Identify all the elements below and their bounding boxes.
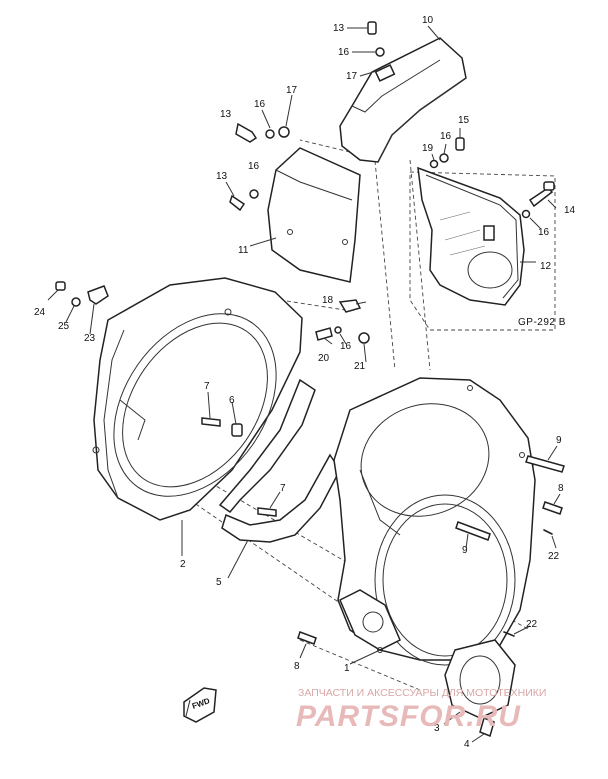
- callout-7: 7: [204, 381, 210, 392]
- callout-15: 15: [458, 115, 470, 126]
- group-frame-12: [409, 171, 556, 331]
- callout-16: 16: [254, 99, 266, 110]
- callout-17: 17: [346, 71, 358, 82]
- callout-9: 9: [556, 435, 562, 446]
- callout-20: 20: [318, 353, 330, 364]
- callout-13: 13: [220, 109, 232, 120]
- callout-13: 13: [333, 23, 345, 34]
- part-2-cylinder-shroud: [92, 277, 303, 521]
- callout-16: 16: [338, 47, 350, 58]
- watermark-brand: PARTSFOR.RU: [296, 700, 521, 733]
- part-11-shroud: [267, 147, 361, 283]
- callout-19: 19: [422, 143, 434, 154]
- callout-8: 8: [294, 661, 300, 672]
- fasteners: [47, 21, 565, 738]
- callout-14: 14: [564, 205, 576, 216]
- callout-16: 16: [340, 341, 352, 352]
- callout-9: 9: [462, 545, 468, 556]
- part-5-guard: [218, 378, 341, 543]
- callout-17: 17: [286, 85, 298, 96]
- part-12-cover: [417, 166, 525, 306]
- callout-2: 2: [180, 559, 186, 570]
- callout-8: 8: [558, 483, 564, 494]
- part-10-upper-duct: [339, 37, 467, 163]
- callout-12: 12: [540, 261, 552, 272]
- callout-10: 10: [422, 15, 434, 26]
- callout-18: 18: [322, 295, 334, 306]
- callout-13: 13: [216, 171, 228, 182]
- watermark-tagline: ЗАПЧАСТИ И АКСЕССУАРЫ ДЛЯ МОТОТЕХНИКИ: [298, 687, 547, 699]
- callout-21: 21: [354, 361, 366, 372]
- reference-code: GP-292 B: [518, 317, 566, 328]
- callout-4: 4: [464, 739, 470, 750]
- callout-16: 16: [538, 227, 550, 238]
- callout-22: 22: [548, 551, 560, 562]
- callout-11: 11: [238, 245, 249, 256]
- part-1-main-cover: [333, 377, 536, 666]
- callout-25: 25: [58, 321, 70, 332]
- callout-22: 22: [526, 619, 538, 630]
- callout-leaders: [65, 25, 561, 743]
- callout-5: 5: [216, 577, 222, 588]
- forward-direction-mark: [183, 687, 217, 723]
- callout-24: 24: [34, 307, 46, 318]
- callout-23: 23: [84, 333, 96, 344]
- part-3-gasket: [444, 639, 516, 719]
- callout-6: 6: [229, 395, 235, 406]
- callout-7: 7: [280, 483, 286, 494]
- callout-16: 16: [248, 161, 260, 172]
- callout-3: 3: [434, 723, 440, 734]
- callout-1: 1: [344, 663, 350, 674]
- callout-16: 16: [440, 131, 452, 142]
